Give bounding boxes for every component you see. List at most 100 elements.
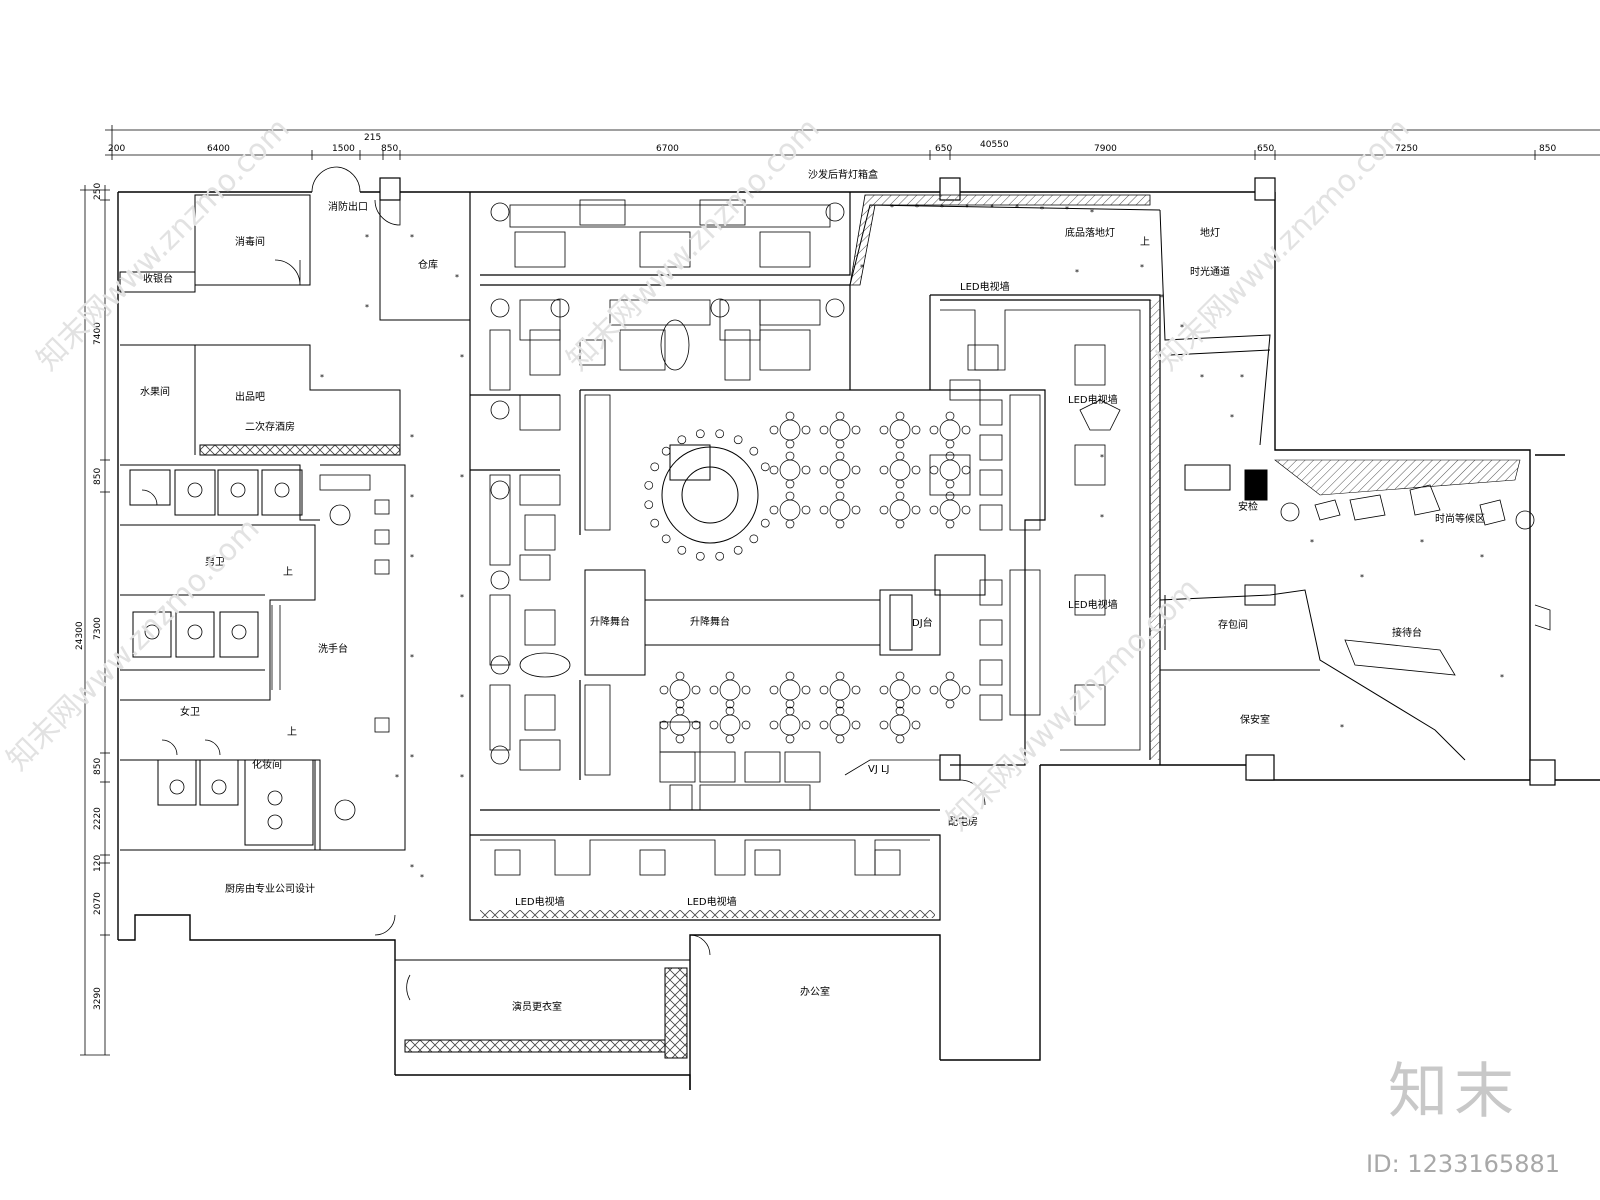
spot-light-icon: *	[990, 203, 994, 212]
label-storage: 仓库	[418, 258, 438, 271]
spot-light-icon: *	[410, 233, 414, 242]
lounge-table	[939, 499, 961, 521]
lounge-stool	[801, 720, 811, 730]
hatched-corridor-wall	[849, 194, 1151, 286]
spot-light-icon: *	[1160, 293, 1164, 302]
label-vj-lj: VJ LJ	[868, 764, 890, 775]
lounge-stool	[895, 671, 905, 681]
bar-stool	[677, 435, 687, 445]
lounge-stool	[851, 465, 861, 475]
lounge-table	[829, 459, 851, 481]
watermark-id: ID: 1233165881	[1366, 1150, 1560, 1178]
dim-top-8: 40550	[980, 140, 1009, 150]
lounge-stool	[835, 519, 845, 529]
spot-light-icon: *	[1065, 205, 1069, 214]
lounge-stool	[819, 465, 829, 475]
dim-left-10: 3290	[93, 987, 103, 1010]
lounge-stool	[929, 505, 939, 515]
lounge-stool	[741, 720, 751, 730]
lounge-stool	[835, 671, 845, 681]
spot-light-icon: *	[890, 203, 894, 212]
dimension-top	[105, 125, 1600, 160]
spot-light-icon: *	[460, 773, 464, 782]
spot-light-icon: *	[410, 493, 414, 502]
bar-stool	[760, 518, 770, 528]
lounge-stool	[659, 685, 669, 695]
lounge-stool	[819, 720, 829, 730]
lounge-stool	[801, 465, 811, 475]
lounge-stool	[835, 734, 845, 744]
dim-top-1: 200	[108, 144, 125, 154]
lounge-stool	[851, 685, 861, 695]
spot-light-icon: *	[460, 593, 464, 602]
lounge-stool	[675, 699, 685, 709]
lounge-stool	[895, 699, 905, 709]
bar-stool	[715, 551, 725, 561]
bar-stool	[760, 462, 770, 472]
spot-light-icon: *	[395, 773, 399, 782]
label-led-wall-2: LED电视墙	[1068, 393, 1118, 406]
lounge-stool	[835, 479, 845, 489]
bar-stool	[695, 429, 705, 439]
lounge-stool	[961, 505, 971, 515]
dim-left-8: 120	[93, 855, 103, 872]
lounge-stool	[929, 425, 939, 435]
spot-light-icon: *	[410, 653, 414, 662]
toilet-fixtures	[144, 474, 390, 830]
lounge-stool	[945, 699, 955, 709]
lounge-table	[939, 419, 961, 441]
label-mens-wc: 男卫	[205, 556, 225, 568]
bar-stool	[695, 551, 705, 561]
lounge-stool	[945, 519, 955, 529]
spot-light-icon: *	[1100, 513, 1104, 522]
spot-light-icon: *	[455, 273, 459, 282]
ceiling-lamps	[490, 202, 1535, 765]
watermark-logo: 知末	[1388, 1057, 1520, 1127]
lounge-table	[829, 419, 851, 441]
spot-light-icon: *	[410, 863, 414, 872]
spot-light-icon: *	[1200, 373, 1204, 382]
label-up-2: 上	[287, 726, 297, 738]
dimension-top-labels: 200 6400 1500 215 850 6700 650 40550 790…	[108, 133, 1556, 154]
dim-left-7: 2220	[93, 807, 103, 830]
lounge-stool	[785, 439, 795, 449]
spot-light-icon: *	[1075, 268, 1079, 277]
lounge-stool	[961, 465, 971, 475]
dim-top-6: 6700	[656, 144, 679, 154]
lounge-stool	[895, 479, 905, 489]
dim-top-9: 7900	[1094, 144, 1117, 154]
sofa-booths-top	[489, 199, 831, 431]
spot-lights: ****************************************…	[320, 203, 1504, 882]
dim-top-12: 850	[1539, 144, 1556, 154]
dim-left-3: 850	[93, 468, 103, 485]
dim-top-11: 7250	[1395, 144, 1418, 154]
lounge-table	[889, 419, 911, 441]
dimension-left	[80, 185, 110, 1056]
lift-stage	[584, 554, 986, 676]
bar-stool	[650, 518, 660, 528]
bar-stool	[749, 534, 759, 544]
lounge-stool	[895, 451, 905, 461]
spot-light-icon: *	[365, 303, 369, 312]
main-hall-walls	[469, 192, 1161, 921]
lounge-stool	[769, 425, 779, 435]
dim-left-1: 250	[93, 183, 103, 200]
lounge-stool	[945, 451, 955, 461]
bar-stool	[644, 480, 654, 490]
lounge-stool	[911, 465, 921, 475]
lounge-table	[829, 499, 851, 521]
dim-top-7: 650	[935, 144, 952, 154]
bar-stool	[749, 446, 759, 456]
label-fire-exit: 消防出口	[328, 200, 368, 213]
spot-light-icon: *	[940, 203, 944, 212]
spot-light-icon: *	[1090, 208, 1094, 217]
lounge-stool	[725, 671, 735, 681]
label-womens-wc: 女卫	[180, 705, 200, 718]
lounge-stool	[851, 505, 861, 515]
lounge-stool	[785, 451, 795, 461]
dim-top-4: 215	[364, 133, 381, 143]
spot-light-icon: *	[965, 203, 969, 212]
lounge-table	[889, 459, 911, 481]
label-time-tunnel: 时光通道	[1190, 265, 1230, 278]
